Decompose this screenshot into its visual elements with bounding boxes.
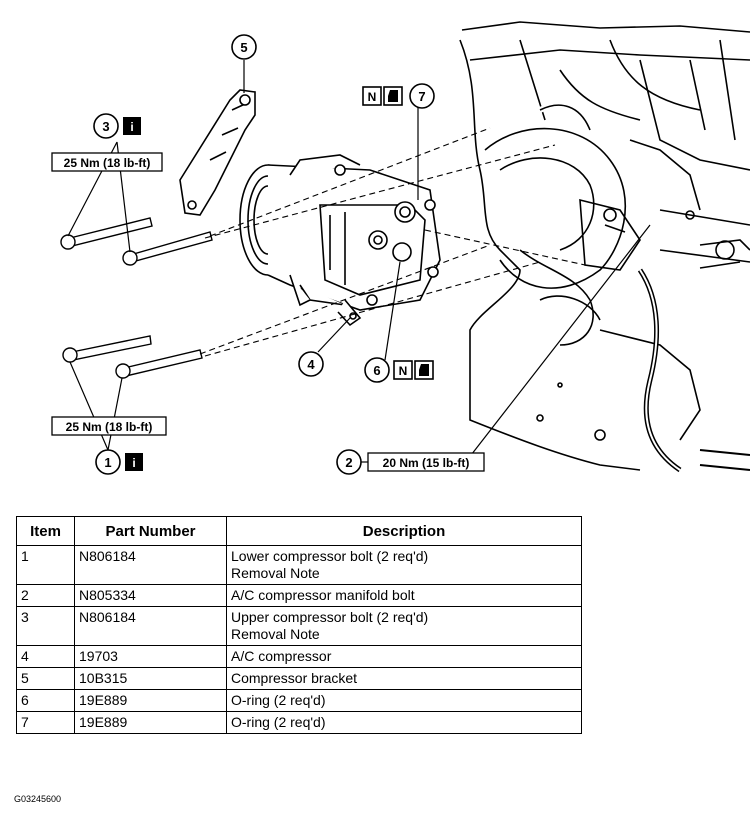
description-line: Removal Note [231,626,320,642]
cell-item: 1 [16,545,75,585]
torque-manifold: 20 Nm (15 lb-ft) [383,456,470,470]
callout-2: 2 20 Nm (15 lb-ft) [336,449,485,475]
header-description: Description [226,516,582,546]
description-line: O-ring (2 req'd) [231,692,326,708]
cell-part-number: N806184 [74,545,227,585]
info-icon [125,453,143,471]
cell-description: Compressor bracket [226,667,582,690]
table-header-row: Item Part Number Description [16,516,582,546]
cell-item: 2 [16,584,75,607]
callout-4: 4 [298,351,324,377]
cell-item: 4 [16,645,75,668]
svg-text:N: N [399,364,408,378]
description-line: Removal Note [231,565,320,581]
cell-part-number: N806184 [74,606,227,646]
compressor-bracket [179,89,256,216]
cell-item: 5 [16,667,75,690]
svg-text:3: 3 [102,119,109,134]
description-line: Compressor bracket [231,670,358,686]
description-line: Upper compressor bolt (2 req'd) [231,609,429,625]
cell-item: 7 [16,711,75,734]
new-part-icon [362,86,382,106]
torque-upper: 25 Nm (18 lb-ft) [64,156,151,170]
svg-text:i: i [132,456,135,470]
torque-lower: 25 Nm (18 lb-ft) [66,420,153,434]
cell-part-number: 10B315 [74,667,227,690]
exploded-view-illustration: 5 7 N 3 i 25 Nm (18 lb-ft) 4 6 N 25 Nm (… [51,21,750,475]
cell-part-number: N805334 [74,584,227,607]
cell-description: A/C compressor manifold bolt [226,584,582,607]
header-item: Item [16,516,75,546]
svg-text:5: 5 [240,40,247,55]
cell-part-number: 19E889 [74,711,227,734]
cell-description: A/C compressor [226,645,582,668]
callout-1: 25 Nm (18 lb-ft) 1 i [51,416,167,475]
cell-part-number: 19703 [74,645,227,668]
cell-item: 6 [16,689,75,712]
cell-item: 3 [16,606,75,646]
header-part-number: Part Number [74,516,227,546]
description-line: A/C compressor [231,648,332,664]
svg-text:1: 1 [104,455,111,470]
svg-text:7: 7 [418,89,425,104]
new-part-icon [393,360,413,380]
description-line: O-ring (2 req'd) [231,714,326,730]
description-line: Lower compressor bolt (2 req'd) [231,548,429,564]
cell-description: O-ring (2 req'd) [226,689,582,712]
bolts [60,217,213,379]
svg-text:N: N [368,90,377,104]
svg-text:4: 4 [307,357,315,372]
description-line: A/C compressor manifold bolt [231,587,415,603]
ac-compressor [239,154,441,327]
callout-6: 6 N [364,357,434,383]
svg-text:6: 6 [373,363,380,378]
cell-description: O-ring (2 req'd) [226,711,582,734]
cell-part-number: 19E889 [74,689,227,712]
callout-7: 7 N [362,83,435,109]
engine-block [459,21,750,473]
info-icon [123,117,141,135]
installation-lines [199,127,586,357]
leader-lines [67,60,651,460]
callout-3: 3 i 25 Nm (18 lb-ft) [51,113,163,172]
svg-text:i: i [130,120,133,134]
cell-description: Lower compressor bolt (2 req'd)Removal N… [226,545,582,585]
figure-id: G03245600 [14,794,62,804]
svg-text:2: 2 [345,455,352,470]
cell-description: Upper compressor bolt (2 req'd)Removal N… [226,606,582,646]
callout-5: 5 [231,34,257,60]
